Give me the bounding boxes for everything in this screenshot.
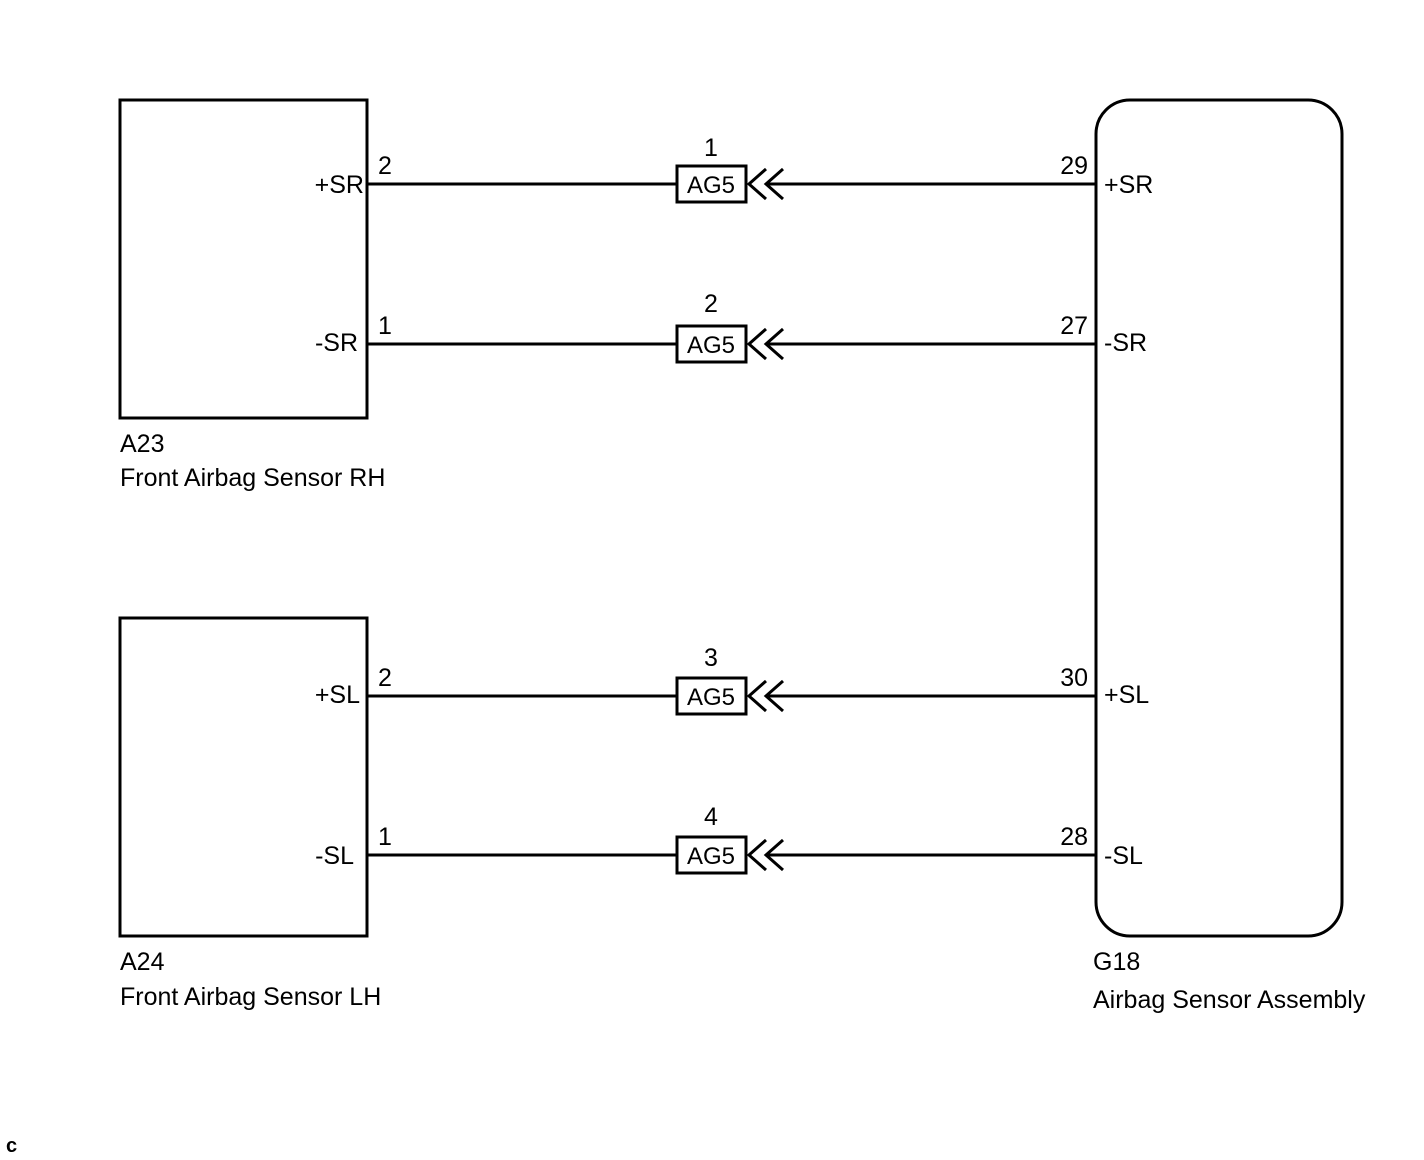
left-terminal-label: -SR: [315, 329, 358, 357]
a24-name: Front Airbag Sensor LH: [120, 983, 381, 1011]
circuit-row: -SL 1 AG5 4 28 -SL: [315, 803, 1143, 875]
connector-pin-number: 4: [704, 803, 718, 831]
g18-code: G18: [1093, 948, 1140, 976]
connector-box: [675, 676, 748, 716]
component-a23-box: [118, 98, 369, 420]
right-pin-number: 27: [1060, 312, 1088, 340]
connector-box: [675, 835, 748, 875]
a23-code: A23: [120, 430, 164, 458]
g18-name: Airbag Sensor Assembly: [1093, 986, 1366, 1014]
connector-label: AG5: [687, 843, 735, 870]
connector-pin-number: 3: [704, 644, 718, 672]
right-terminal-label: +SR: [1104, 171, 1153, 199]
circuit-row: +SR 2 AG5 1 29 +SR: [315, 134, 1153, 204]
right-pin-number: 30: [1060, 664, 1088, 692]
connector-pin-number: 2: [704, 290, 718, 318]
connector-label: AG5: [687, 332, 735, 359]
right-terminal-label: -SR: [1104, 329, 1147, 357]
left-pin-number: 1: [378, 312, 392, 340]
a24-code: A24: [120, 948, 165, 976]
connector-label: AG5: [687, 684, 735, 711]
connector-box: [675, 324, 748, 364]
right-terminal-label: -SL: [1104, 842, 1143, 870]
right-terminal-label: +SL: [1104, 681, 1149, 709]
component-a24-box: [118, 616, 369, 938]
left-pin-number: 2: [378, 664, 392, 692]
left-terminal-label: +SL: [315, 681, 360, 709]
component-g18-box: [1094, 98, 1344, 938]
circuit-row: +SL 2 AG5 3 30 +SL: [315, 644, 1149, 716]
connector-label: AG5: [687, 172, 735, 199]
a23-name: Front Airbag Sensor RH: [120, 464, 385, 492]
connector-box: [675, 164, 748, 204]
circuit-row: -SR 1 AG5 2 27 -SR: [315, 290, 1147, 364]
connector-pin-number: 1: [704, 134, 718, 162]
right-pin-number: 28: [1060, 823, 1088, 851]
corner-mark: c: [6, 1135, 17, 1157]
left-terminal-label: +SR: [315, 171, 364, 199]
right-pin-number: 29: [1060, 152, 1088, 180]
left-terminal-label: -SL: [315, 842, 354, 870]
left-pin-number: 1: [378, 823, 392, 851]
left-pin-number: 2: [378, 152, 392, 180]
